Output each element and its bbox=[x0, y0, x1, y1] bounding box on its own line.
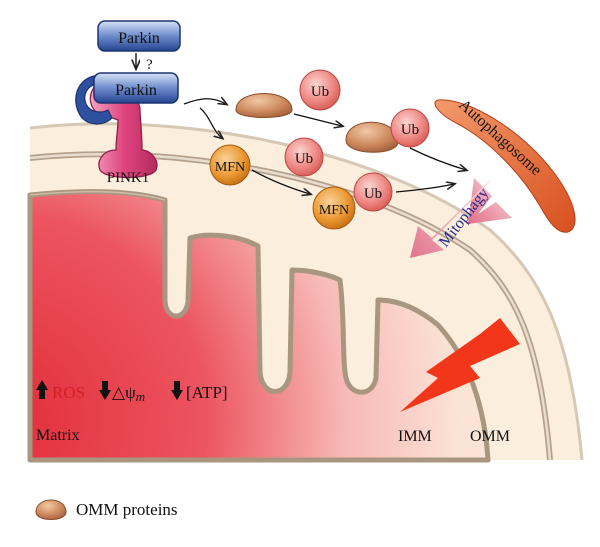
arrow-parkin-to-mfn bbox=[199, 107, 222, 138]
arrow-mfn-ubiquitination bbox=[251, 169, 310, 194]
membrane-potential-label: △ψm bbox=[112, 383, 145, 404]
autophagosome-label: Autophagosome bbox=[455, 96, 544, 179]
arrow-omm-ubiquitination bbox=[293, 113, 342, 126]
legend-omm-proteins-label: OMM proteins bbox=[76, 500, 178, 519]
autophagosome[interactable] bbox=[434, 99, 576, 233]
ubiquitin-3[interactable] bbox=[284, 137, 324, 177]
parkin-bound-label: Parkin bbox=[115, 82, 157, 99]
ros-up-arrow bbox=[36, 380, 48, 399]
legend-omm-protein-icon bbox=[35, 499, 67, 520]
matrix-region bbox=[27, 189, 491, 463]
question-mark: ? bbox=[146, 57, 153, 73]
imm-label: IMM bbox=[398, 428, 432, 445]
atp-label: [ATP] bbox=[186, 383, 228, 402]
membrane-potential-down-arrow bbox=[99, 381, 111, 400]
matrix-label: Matrix bbox=[36, 427, 80, 444]
ubiquitin-1[interactable] bbox=[299, 69, 341, 111]
parkin-bound-protein[interactable] bbox=[93, 72, 179, 104]
pink1-label: PINK1 bbox=[107, 170, 150, 186]
mfn-1-label: MFN bbox=[215, 160, 245, 175]
ubiquitin-1-label: Ub bbox=[311, 84, 329, 100]
ubiquitin-4[interactable] bbox=[353, 172, 393, 212]
parkin-free-label: Parkin bbox=[118, 30, 160, 47]
parkin-free-protein[interactable] bbox=[97, 20, 181, 52]
mfn-1[interactable] bbox=[209, 144, 251, 186]
ubiquitin-2[interactable] bbox=[390, 108, 430, 148]
legend: OMM proteins bbox=[35, 499, 178, 520]
ros-label: ROS bbox=[52, 383, 85, 402]
omm-protein-2[interactable] bbox=[345, 121, 399, 153]
ubiquitin-2-label: Ub bbox=[401, 122, 419, 138]
atp-down-arrow bbox=[171, 381, 183, 400]
lightning-bolt bbox=[400, 318, 520, 412]
omm-protein-1[interactable] bbox=[235, 93, 293, 118]
arrow-mfn-to-autophagosome bbox=[395, 184, 454, 193]
membrane-potential-subscript: m bbox=[136, 389, 145, 404]
ubiquitin-3-label: Ub bbox=[295, 151, 313, 167]
arrow-parkin-to-omm bbox=[183, 99, 226, 104]
pink1-hook-left bbox=[75, 75, 113, 125]
mfn-2-label: MFN bbox=[319, 203, 349, 218]
mfn-2[interactable] bbox=[312, 186, 356, 230]
arrow-omm-to-autophagosome bbox=[409, 147, 466, 170]
omm-label: OMM bbox=[470, 428, 510, 445]
ubiquitin-4-label: Ub bbox=[364, 186, 382, 202]
mitophagy-arrow bbox=[468, 178, 512, 224]
outer-membrane-line bbox=[29, 122, 584, 461]
